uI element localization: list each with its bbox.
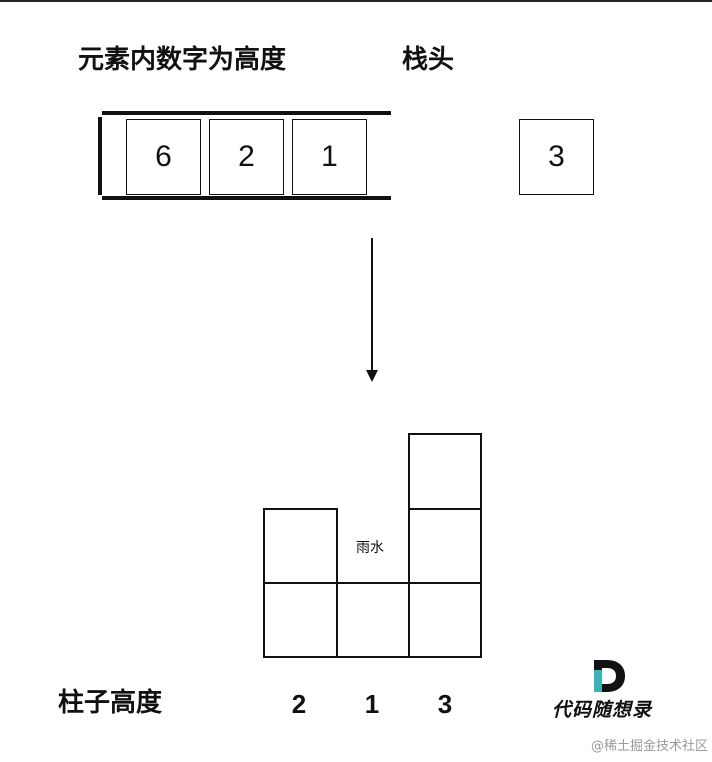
arrow-down-icon xyxy=(366,370,378,382)
arrow-down-line xyxy=(371,238,373,372)
stack-bottom-end xyxy=(98,117,102,195)
incoming-element: 3 xyxy=(519,119,594,195)
column-block xyxy=(408,508,482,584)
rain-water-label: 雨水 xyxy=(356,540,384,556)
stack-top-wall xyxy=(102,111,391,115)
stack-element: 2 xyxy=(209,119,284,195)
stack-title: 元素内数字为高度 xyxy=(78,45,287,75)
column-height-value: 1 xyxy=(364,689,380,719)
column-block xyxy=(263,508,338,584)
column-height-value: 3 xyxy=(437,689,453,719)
logo-d-icon xyxy=(594,660,625,692)
column-height-label: 柱子高度 xyxy=(58,688,163,718)
column-height-value: 2 xyxy=(291,689,307,719)
top-border-line xyxy=(0,0,712,2)
column-block xyxy=(336,582,410,658)
watermark: @稀土掘金技术社区 xyxy=(590,739,708,754)
stack-element: 1 xyxy=(292,119,367,195)
stack-element: 6 xyxy=(126,119,201,195)
column-block xyxy=(408,433,482,510)
column-block xyxy=(263,582,338,658)
stack-bottom-wall xyxy=(102,196,391,200)
column-block xyxy=(408,582,482,658)
logo-text: 代码随想录 xyxy=(552,699,653,721)
stack-head-label: 栈头 xyxy=(402,45,455,75)
